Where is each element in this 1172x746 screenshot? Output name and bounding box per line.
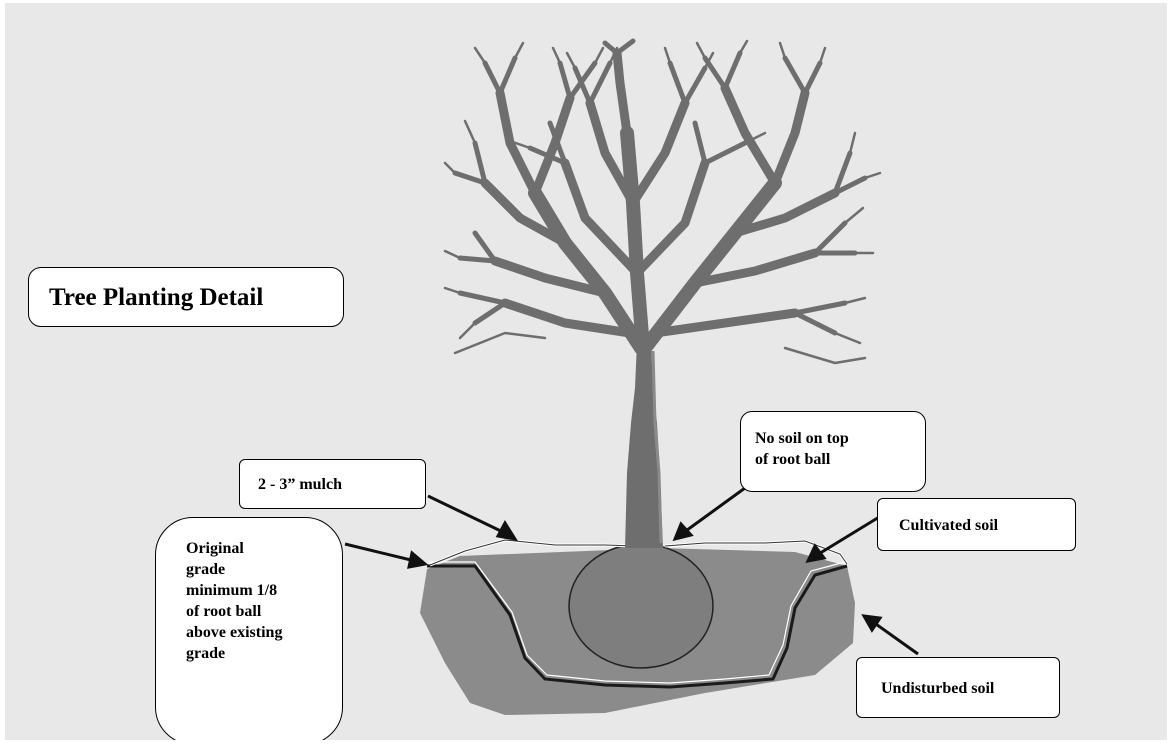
original-grade-label: Original grade minimum 1/8 of root ball … xyxy=(155,517,343,740)
no-soil-arrow xyxy=(682,486,746,535)
tree-crown xyxy=(443,38,882,365)
original-grade-line: of root ball xyxy=(186,603,262,620)
diagram-title: Tree Planting Detail xyxy=(28,267,344,327)
tree-illustration xyxy=(344,38,919,715)
root-ball xyxy=(568,543,714,669)
diagram-title-text: Tree Planting Detail xyxy=(49,284,264,311)
mulch-label: 2 - 3” mulch xyxy=(239,459,426,509)
original-grade-line: Original xyxy=(186,540,244,557)
undisturbed-soil-arrow xyxy=(872,620,919,656)
original-grade-line: grade xyxy=(186,645,226,662)
undisturbed-soil-text: Undisturbed soil xyxy=(881,680,995,697)
cultivated-soil-label: Cultivated soil xyxy=(877,498,1076,551)
cultivated-soil-text: Cultivated soil xyxy=(899,517,999,534)
original-grade-line: above existing xyxy=(186,624,283,641)
original-grade-line: minimum 1/8 xyxy=(186,582,278,599)
planting-pit-outline xyxy=(427,564,848,689)
no-soil-label: No soil on top of root ball xyxy=(740,411,926,492)
mulch-label-text: 2 - 3” mulch xyxy=(258,476,342,493)
diagram-canvas: Tree Planting Detail 2 - 3” mulch Origin… xyxy=(5,3,1167,740)
original-grade-arrow xyxy=(344,542,416,563)
no-soil-line: of root ball xyxy=(755,451,831,468)
original-grade-line: grade xyxy=(186,561,226,578)
undisturbed-soil-label: Undisturbed soil xyxy=(856,657,1060,718)
mulch-arrow xyxy=(427,494,508,536)
no-soil-line: No soil on top xyxy=(755,430,849,447)
